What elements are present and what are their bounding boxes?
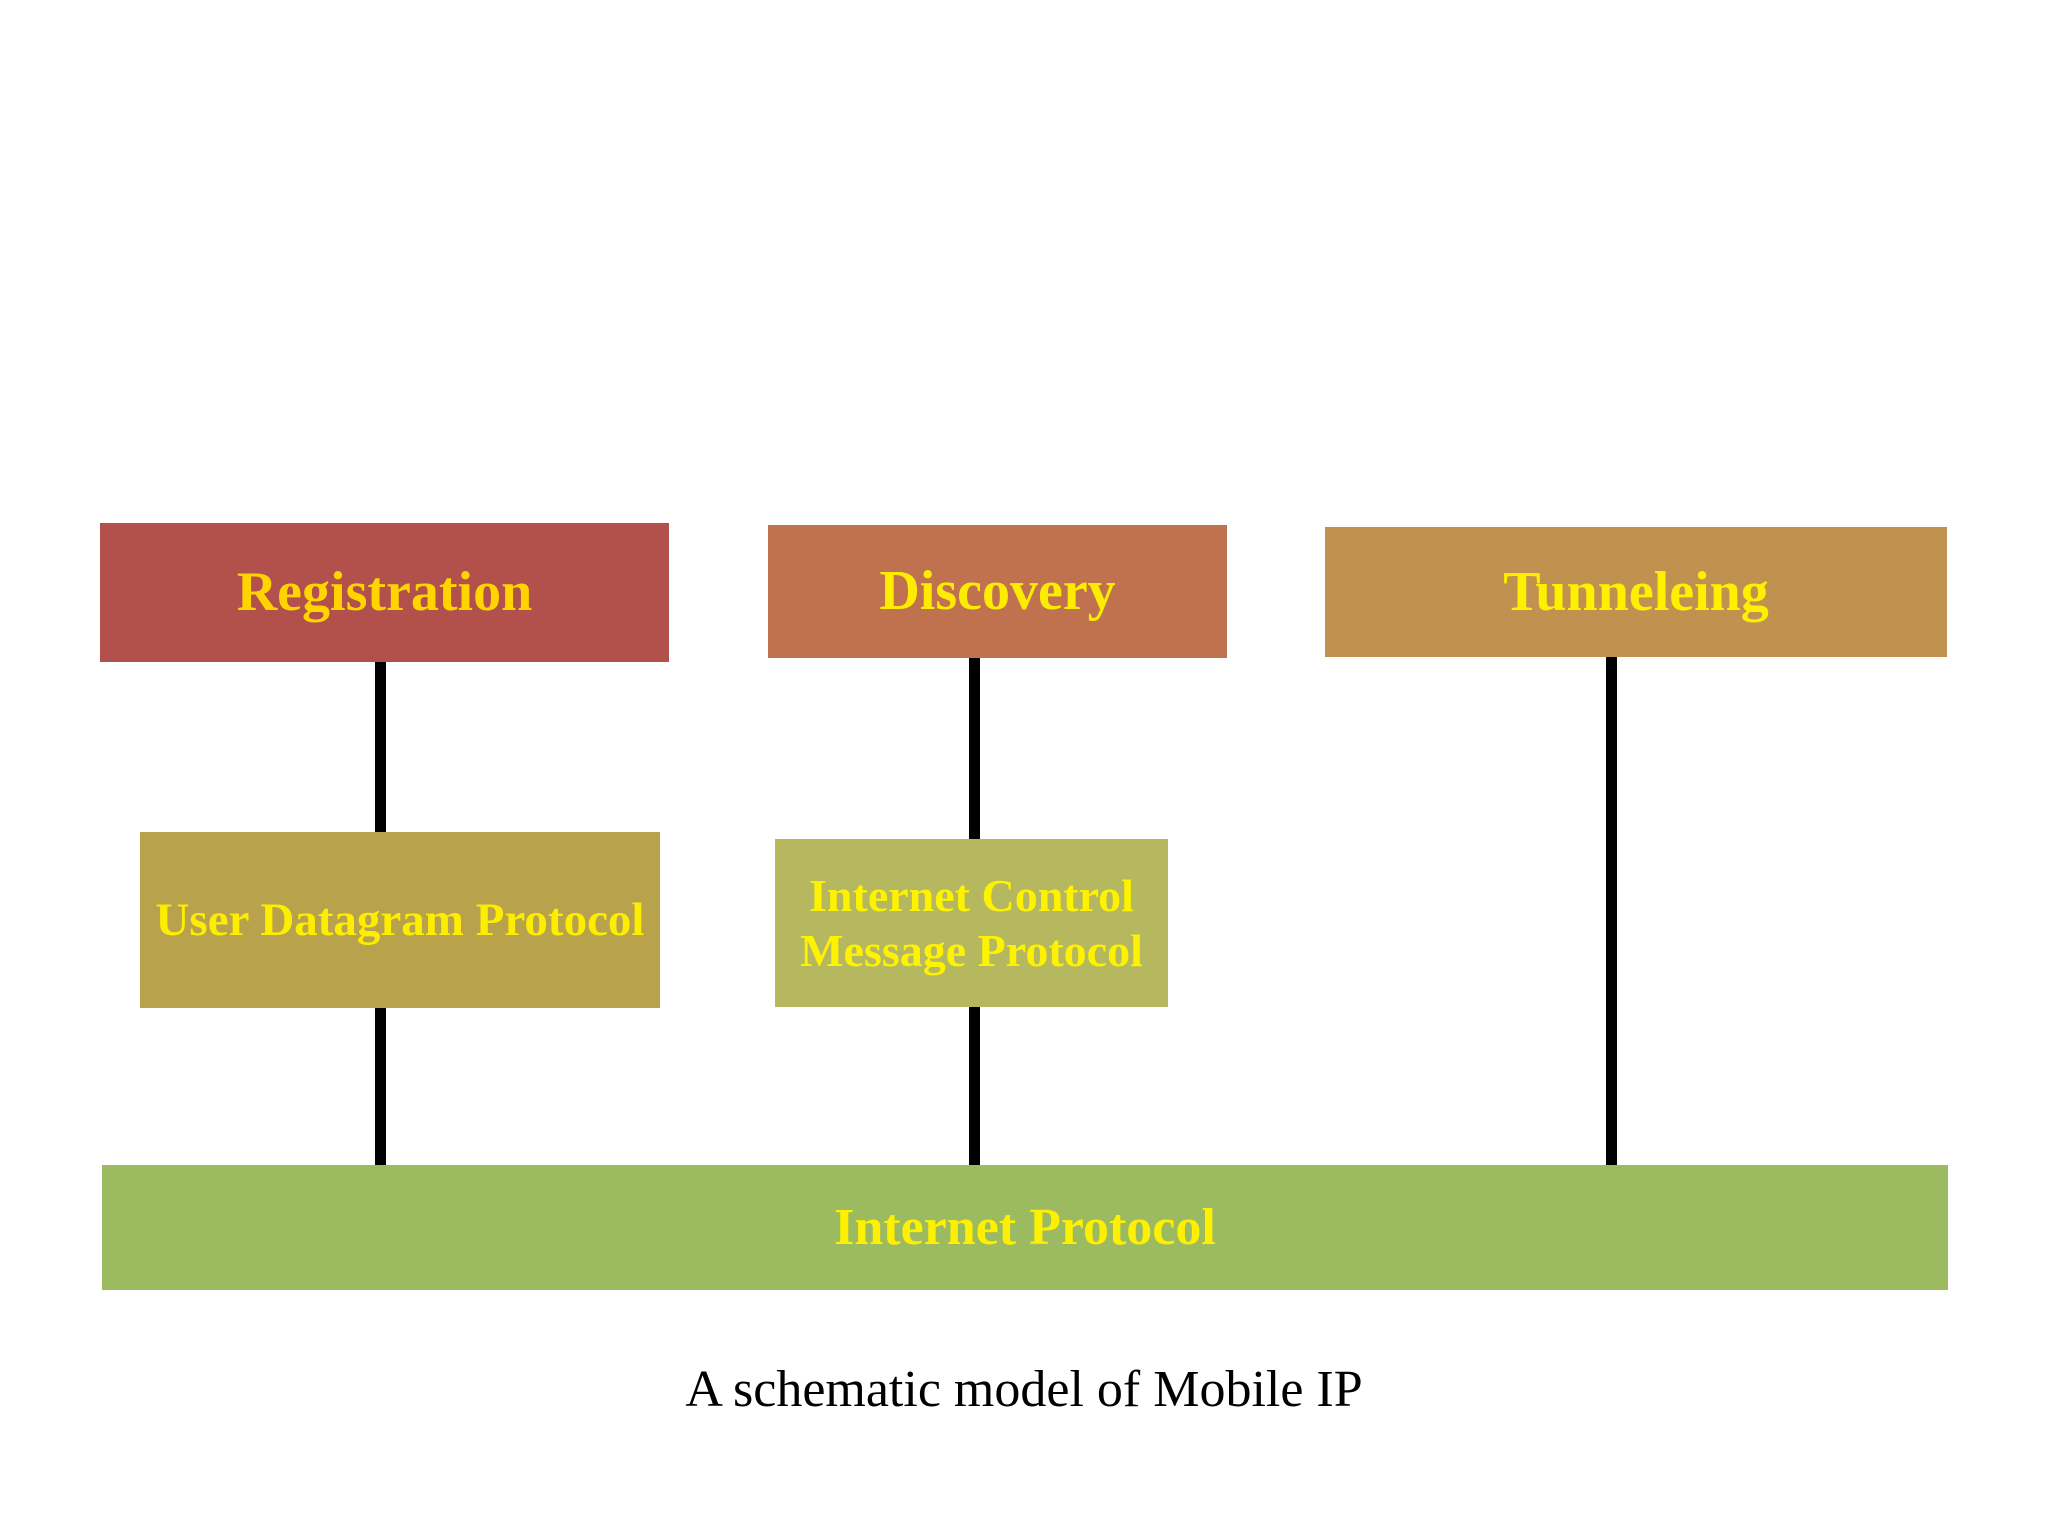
node-discovery: Discovery xyxy=(768,525,1227,658)
node-internet-control-message-protocol-label: Internet Control Message Protocol xyxy=(800,869,1143,976)
connector-tunneling-to-ip xyxy=(1606,635,1617,1200)
node-tunneling: Tunneleing xyxy=(1325,527,1947,657)
diagram-caption: A schematic model of Mobile IP xyxy=(685,1361,1363,1418)
node-tunneling-label: Tunneleing xyxy=(1503,560,1769,623)
node-user-datagram-protocol-label: User Datagram Protocol xyxy=(155,893,645,946)
node-discovery-label: Discovery xyxy=(879,560,1116,623)
node-registration: Registration xyxy=(100,523,669,662)
node-user-datagram-protocol: User Datagram Protocol xyxy=(140,832,660,1008)
node-internet-protocol: Internet Protocol xyxy=(102,1165,1948,1290)
node-internet-control-message-protocol: Internet Control Message Protocol xyxy=(775,839,1168,1007)
node-registration-label: Registration xyxy=(236,561,533,624)
node-internet-protocol-label: Internet Protocol xyxy=(834,1198,1216,1256)
